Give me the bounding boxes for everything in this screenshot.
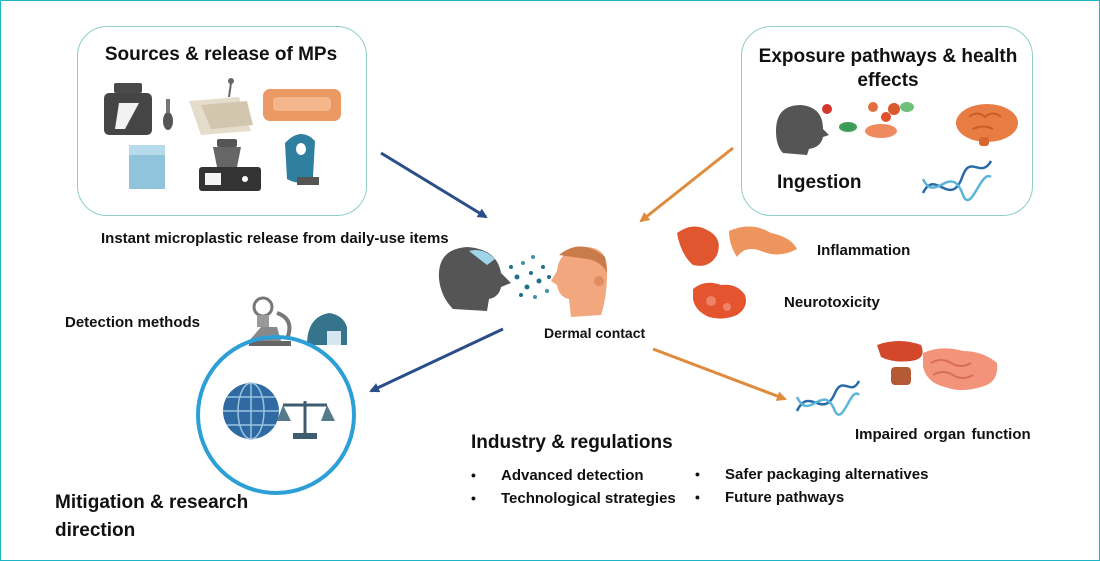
spectrometer-icon	[307, 313, 347, 345]
dna-icon-bottom	[795, 380, 861, 416]
industry-bullets-left: Advanced detection Technological strateg…	[471, 464, 676, 510]
brain-icon	[956, 104, 1018, 146]
dna-icon-top	[921, 160, 993, 202]
particles-icon	[509, 255, 551, 299]
arrow-exposure-to-center	[639, 146, 734, 223]
arrow-center-to-mitigation	[369, 327, 504, 393]
bottle-icon	[104, 83, 152, 135]
inflamed-organs-icon	[677, 226, 797, 266]
emitting-head-icon	[438, 247, 511, 311]
neurotoxicity-organ-icon	[693, 282, 746, 319]
bullet-safer-packaging: Safer packaging alternatives	[695, 463, 928, 486]
organ-group-icon	[877, 341, 998, 390]
kettle-icon	[285, 133, 319, 185]
impaired-organ-label: Impaired organ function	[855, 426, 1031, 443]
detection-methods-label: Detection methods	[65, 314, 201, 331]
exposure-title: Exposure pathways & health effects	[758, 46, 1018, 91]
ingestion-label: Ingestion	[777, 172, 862, 193]
dermal-contact-label: Dermal contact	[544, 325, 646, 341]
industry-title: Industry & regulations	[471, 432, 673, 453]
neurotoxicity-label: Neurotoxicity	[784, 294, 880, 311]
food-particles-icon	[822, 102, 914, 138]
blender-icon	[199, 139, 261, 191]
bullet-technological-strategies: Technological strategies	[471, 487, 676, 510]
food-container-icon	[263, 89, 341, 121]
industry-bullets-right: Safer packaging alternatives Future path…	[695, 463, 928, 509]
carton-icon	[129, 145, 165, 189]
arrow-sources-to-center	[380, 151, 488, 219]
mitigation-label: Mitigation & research direction	[55, 492, 249, 541]
head-silhouette-icon	[776, 105, 829, 155]
receiving-face-icon	[551, 246, 608, 317]
inflammation-label: Inflammation	[817, 242, 911, 259]
sources-title: Sources & release of MPs	[104, 44, 338, 65]
bullet-future-pathways: Future pathways	[695, 486, 928, 509]
pacifier-icon	[163, 99, 173, 130]
bullet-advanced-detection: Advanced detection	[471, 464, 676, 487]
globe-scale-icon	[196, 335, 356, 495]
arrow-center-to-organ	[652, 347, 787, 401]
sources-caption: Instant microplastic release from daily-…	[101, 230, 449, 247]
tea-bag-icon	[189, 78, 253, 135]
